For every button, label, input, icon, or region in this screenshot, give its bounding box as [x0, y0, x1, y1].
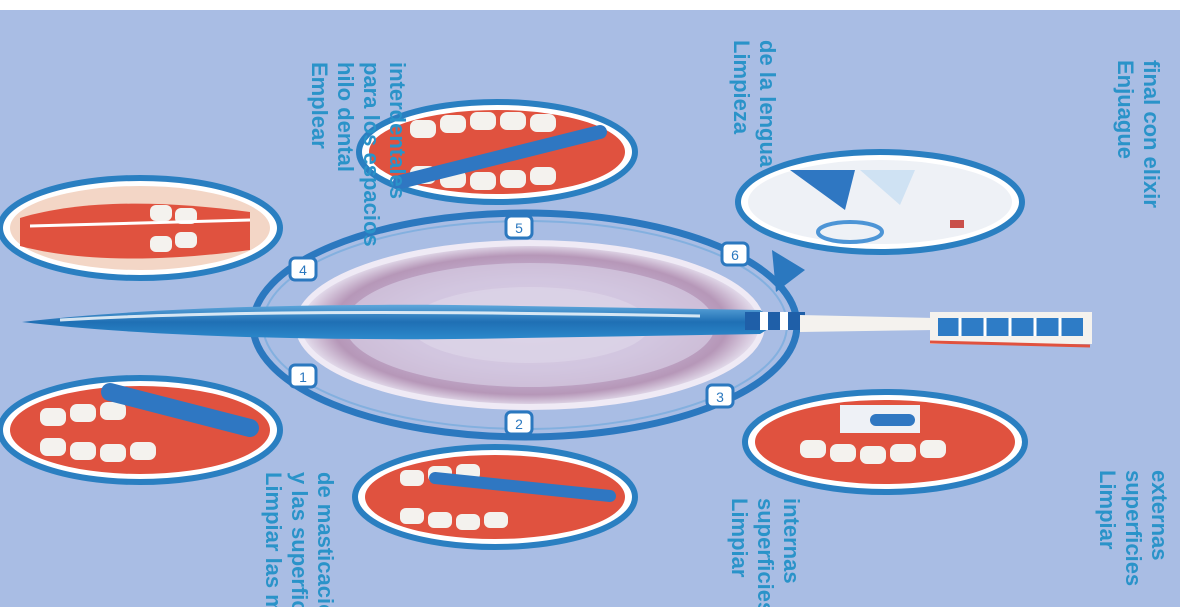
step-number: 3 — [716, 389, 724, 405]
label-line: Limpieza — [729, 40, 754, 135]
label-line: de la lengua — [755, 40, 780, 168]
mouth-icon-masticacion — [0, 378, 280, 482]
label-line: Limpiar las mu — [261, 472, 286, 607]
label-line: externas — [1147, 470, 1172, 561]
label-line: Limpiar — [727, 498, 752, 578]
step-number: 1 — [299, 369, 307, 385]
step-number-badge: 1 — [290, 365, 316, 387]
mouth-icon-externas — [745, 392, 1025, 492]
step-number: 6 — [731, 247, 739, 263]
label-line: para los espacios — [359, 62, 384, 247]
step-number-badge: 5 — [506, 216, 532, 238]
mouth-icon-hilo — [0, 178, 280, 278]
label-line: hilo dental — [333, 62, 358, 172]
label-line: Enjuague — [1113, 60, 1138, 159]
label-line: Emplear — [307, 62, 332, 149]
label-line: y las superfici — [287, 472, 312, 607]
step-number-badge: 4 — [290, 258, 316, 280]
label-line: internas — [779, 498, 804, 584]
label-line: interdentales — [385, 62, 410, 199]
label-line: Limpiar — [1095, 470, 1120, 550]
step-number-badge: 6 — [722, 243, 748, 265]
label-line: final con elixir — [1139, 60, 1164, 208]
mouth-icon-internas — [355, 447, 635, 547]
label-line: superficies — [1121, 470, 1146, 586]
step-number-badge: 2 — [506, 412, 532, 434]
label-line: de masticació — [313, 472, 338, 607]
step-number: 2 — [515, 416, 523, 432]
step-number-badge: 3 — [707, 385, 733, 407]
label-masticacion: Limpiar las mu y las superfici de mastic… — [261, 472, 338, 607]
step-number: 5 — [515, 220, 523, 236]
label-line: superficies — [753, 498, 778, 607]
step-number: 4 — [299, 262, 307, 278]
